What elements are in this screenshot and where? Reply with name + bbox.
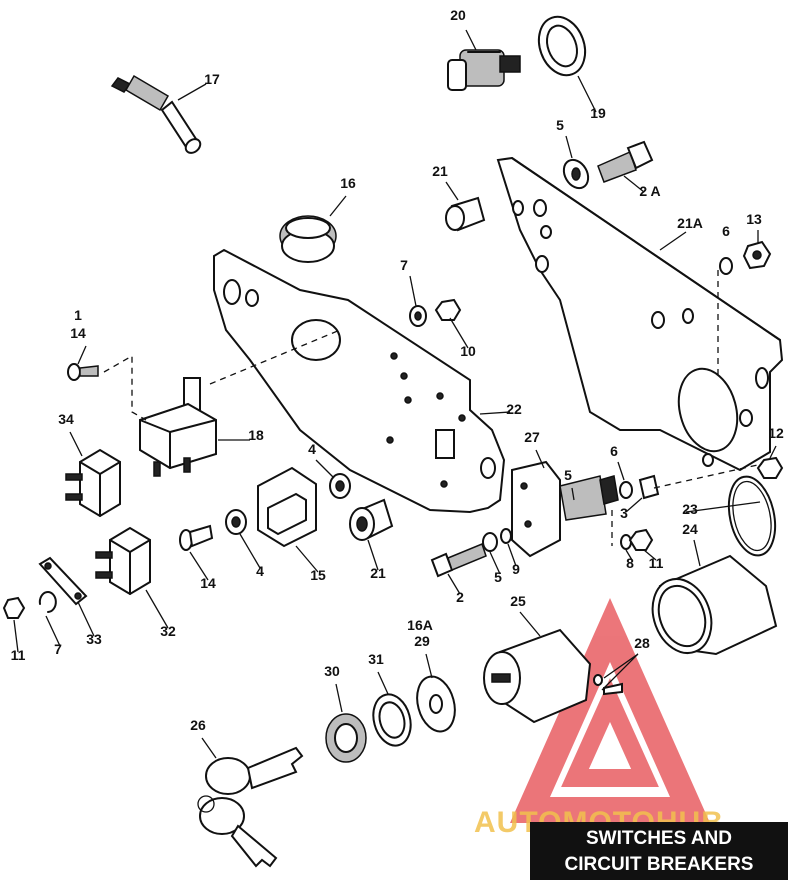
callout-c4a: 4 xyxy=(308,441,316,457)
callout-c15: 15 xyxy=(310,567,326,583)
part-8-washer xyxy=(620,534,632,550)
callout-c27: 27 xyxy=(524,429,540,445)
callout-c26: 26 xyxy=(190,717,206,733)
callout-c21b: 21 xyxy=(370,565,386,581)
callout-c17: 17 xyxy=(204,71,220,87)
callout-c1: 1 xyxy=(74,307,82,323)
callout-c7a: 7 xyxy=(400,257,408,273)
callout-c28: 28 xyxy=(634,635,650,651)
callout-c2: 2 xyxy=(456,589,464,605)
callout-c18: 18 xyxy=(248,427,264,443)
callout-c34: 34 xyxy=(58,411,74,427)
part-12-nut xyxy=(756,456,784,479)
part-10-nut xyxy=(434,298,462,321)
callout-c24: 24 xyxy=(682,521,698,537)
part-21A-mounting-plate xyxy=(496,156,784,472)
part-5-washer-top xyxy=(562,158,590,190)
part-14-screw-left xyxy=(67,363,99,381)
callout-c14a: 14 xyxy=(70,325,86,341)
part-7-washer-mid xyxy=(409,305,427,327)
title-line-2: CIRCUIT BREAKERS xyxy=(564,854,754,875)
part-13-nut xyxy=(742,240,772,270)
part-28-screws xyxy=(593,674,623,696)
alignment-lines xyxy=(103,270,763,546)
part-6-washer-top xyxy=(719,257,733,275)
part-3-spacer xyxy=(638,474,660,500)
callout-c11b: 11 xyxy=(11,647,26,663)
callout-c25: 25 xyxy=(510,593,526,609)
part-29-plate xyxy=(416,675,456,733)
callout-c20: 20 xyxy=(450,7,466,23)
part-22-bracket xyxy=(213,248,506,514)
callout-c21a: 21 xyxy=(432,163,448,179)
callout-c8: 8 xyxy=(626,555,634,571)
part-2-bolt xyxy=(430,543,487,578)
callout-c21A: 21A xyxy=(677,215,703,231)
callout-c32: 32 xyxy=(160,623,176,639)
part-23-retaining-ring xyxy=(727,475,777,557)
callout-c22: 22 xyxy=(506,401,522,417)
part-4-washer xyxy=(225,509,247,535)
callout-c11a: 11 xyxy=(649,555,664,571)
part-33-strap xyxy=(38,556,88,606)
callout-c30: 30 xyxy=(324,663,340,679)
callout-c19: 19 xyxy=(590,105,606,121)
callout-c29: 29 xyxy=(414,633,430,649)
title-line-1: SWITCHES AND xyxy=(585,828,733,849)
part-16-grommet xyxy=(279,215,337,263)
part-21-spacer-bottom xyxy=(349,498,394,541)
part-25-ignition-switch xyxy=(483,628,592,724)
callout-c3: 3 xyxy=(620,505,628,521)
callout-c5a: 5 xyxy=(556,117,564,133)
part-21-spacer-top xyxy=(445,196,486,232)
watermark-logo xyxy=(509,597,711,823)
part-20-pressure-switch xyxy=(447,49,521,91)
callout-c6a: 6 xyxy=(722,223,730,239)
callout-c33: 33 xyxy=(86,631,102,647)
diagram-title-box: SWITCHES AND CIRCUIT BREAKERS xyxy=(530,822,788,880)
part-4-washer-upper xyxy=(329,473,351,499)
part-7-washer-bottom xyxy=(38,591,57,613)
part-34-circuit-breaker xyxy=(65,448,121,518)
callout-c2A: 2 A xyxy=(639,183,660,199)
part-19-washer xyxy=(537,15,587,77)
callout-c23: 23 xyxy=(682,501,698,517)
part-26-keys xyxy=(197,746,304,868)
part-27-switch-assembly xyxy=(511,460,619,558)
part-24-housing xyxy=(651,554,778,656)
callout-c14b: 14 xyxy=(200,575,216,591)
part-32-circuit-breaker xyxy=(95,526,151,596)
part-14-pin xyxy=(179,524,214,551)
callout-c12: 12 xyxy=(768,425,784,441)
callout-c5c: 5 xyxy=(494,569,502,585)
part-11-nut-bottom xyxy=(2,596,26,619)
callout-c4b: 4 xyxy=(256,563,264,579)
part-17-switch xyxy=(110,74,202,154)
callout-c5b: 5 xyxy=(564,467,572,483)
part-30-nut xyxy=(325,713,367,763)
part-15-clip xyxy=(257,466,317,548)
callout-c13: 13 xyxy=(746,211,762,227)
callout-c7b: 7 xyxy=(54,641,62,657)
part-2A-bolt xyxy=(597,140,654,183)
part-5-washer-bottom xyxy=(482,532,498,552)
callout-c16: 16 xyxy=(340,175,356,191)
callout-c16A: 16A xyxy=(407,617,433,633)
leader-lines xyxy=(13,29,777,759)
callout-c10: 10 xyxy=(460,343,476,359)
part-6-washer-mid xyxy=(619,481,633,499)
callout-c6b: 6 xyxy=(610,443,618,459)
callout-c31: 31 xyxy=(368,651,384,667)
part-11-nut-mid xyxy=(628,528,654,551)
part-18-relay xyxy=(139,377,217,477)
part-31-washer xyxy=(372,693,412,747)
part-9-lockwasher xyxy=(500,528,512,544)
callout-c9: 9 xyxy=(512,561,520,577)
